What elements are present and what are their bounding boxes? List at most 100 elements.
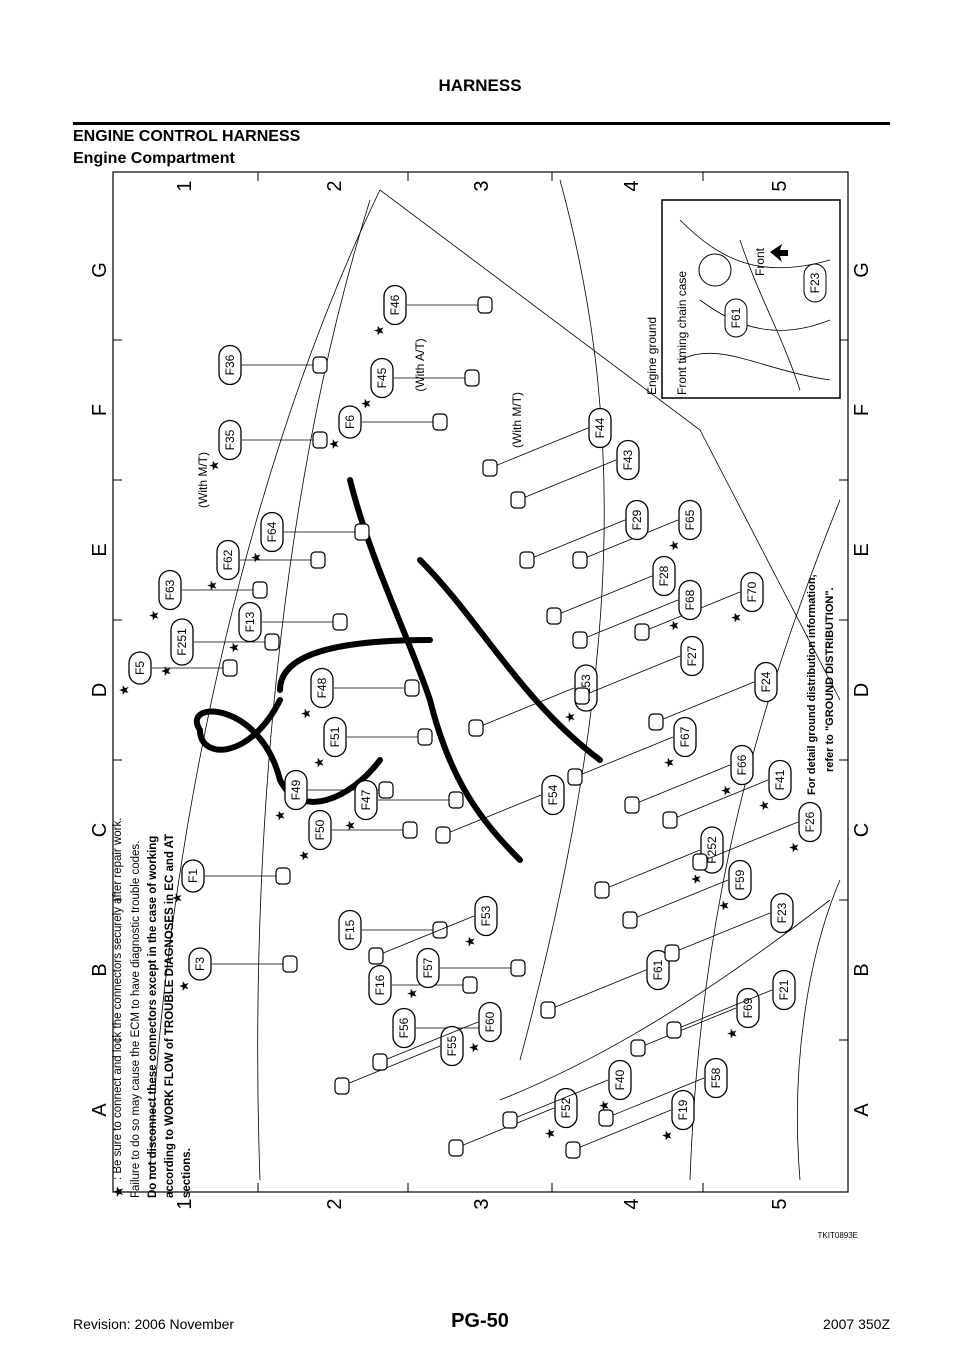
connector-label-box: [218, 419, 242, 461]
grid-row-label: G: [89, 262, 111, 278]
connector-label-box: [440, 1025, 464, 1067]
connector-callout: F27: [574, 635, 704, 705]
connector-callout: F23: [664, 892, 794, 962]
connector-icon: [598, 1109, 614, 1127]
grid-row-label: E: [851, 543, 873, 556]
grid-row-label: D: [851, 683, 873, 697]
engine-ground-label: Engine ground: [645, 317, 659, 395]
connector-label: F55: [445, 1035, 459, 1056]
connector-label-box: [770, 892, 794, 934]
connector-label-box: [740, 571, 764, 613]
connector-callout: F69★: [630, 987, 760, 1057]
connector-icon: [567, 768, 583, 786]
grid-row-label: C: [89, 823, 111, 837]
grid-row-label: D: [89, 683, 111, 697]
grid-row-label: A: [851, 1103, 873, 1117]
connector-label-box: [652, 555, 676, 597]
connector-label: F60: [483, 1011, 497, 1032]
connector-label: F29: [630, 509, 644, 530]
connector-callout: F50★: [297, 809, 418, 861]
connector-label-box: [478, 1001, 502, 1043]
warning-note-line3: Do not disconnect these connectors excep…: [147, 836, 159, 1198]
connector-label-box: [554, 1087, 578, 1129]
warning-note-line4: according to WORK FLOW of TROUBLE DIAGNO…: [164, 834, 176, 1198]
connector-label: F47: [359, 789, 373, 810]
inset-connector-box: [803, 263, 827, 303]
leader-line: [669, 779, 769, 821]
connector-label: F54: [546, 784, 560, 805]
connector-callout: F46★: [372, 284, 493, 336]
connector-label: F50: [313, 819, 327, 840]
connector-icon: [332, 613, 348, 631]
connector-label-box: [338, 909, 362, 951]
connector-icon: [572, 631, 588, 649]
connector-callout: F6★: [327, 405, 448, 450]
connector-label-box: [625, 499, 649, 541]
connector-label: F56: [397, 1017, 411, 1038]
page-header: HARNESS: [438, 76, 522, 95]
star-icon: ★: [729, 612, 744, 624]
page-number: PG-50: [451, 1310, 509, 1332]
connector-label-box: [541, 774, 565, 816]
connector-label-box: [772, 969, 796, 1011]
leader-line: [637, 1007, 737, 1049]
connector-label: F57: [421, 957, 435, 978]
connector-label-box: [368, 964, 392, 1006]
connector-icon: [502, 1111, 518, 1129]
connector-callout: F252★: [594, 826, 724, 899]
connector-icon: [312, 431, 328, 449]
star-icon: ★: [563, 711, 578, 723]
grid-col-label: 5: [769, 180, 791, 191]
leader-line: [475, 687, 575, 729]
connector-icon: [448, 1139, 464, 1157]
connector-label: F51: [328, 726, 342, 747]
connector-icon: [432, 413, 448, 431]
connector-icon: [464, 369, 480, 387]
connector-label: F70: [745, 581, 759, 602]
connector-label-box: [284, 769, 308, 811]
inset-connector-label: F61: [729, 307, 743, 328]
connector-callout: F65★: [572, 499, 702, 569]
connector-label: F67: [678, 726, 692, 747]
leader-line: [489, 427, 589, 469]
connector-label: F16: [373, 974, 387, 995]
connector-label-box: [310, 667, 334, 709]
connector-label-box: [392, 1007, 416, 1049]
connector-callout: F19★: [565, 1089, 695, 1159]
leader-line: [671, 912, 771, 954]
connector-callout: F41★: [662, 759, 792, 829]
connector-icon: [648, 713, 664, 731]
connector-icon: [510, 959, 526, 977]
star-icon: ★: [327, 438, 342, 450]
star-icon: ★: [597, 1100, 612, 1112]
connector-label: F24: [759, 671, 773, 692]
star-icon: ★: [227, 642, 242, 654]
connector-label-box: [768, 759, 792, 801]
connector-icon: [310, 551, 326, 569]
connector-callout: F64★: [249, 511, 370, 563]
connector-callout: F26★: [692, 801, 822, 871]
star-icon: ★: [177, 980, 192, 992]
connector-label-box: [678, 499, 702, 541]
connector-label-box: [383, 284, 407, 326]
inset-connector-box: [724, 298, 748, 338]
connector-callout: F16: [368, 964, 478, 1006]
connector-label-box: [260, 511, 284, 553]
connector-label-box: [218, 344, 242, 386]
connector-icon: [624, 796, 640, 814]
section-title: ENGINE CONTROL HARNESS: [73, 128, 301, 145]
connector-icon: [510, 491, 526, 509]
leader-line: [379, 1021, 479, 1063]
star-icon: ★: [463, 936, 478, 948]
connector-callout: F43: [510, 439, 640, 509]
inset-connector-label: F23: [808, 272, 822, 293]
connector-label: F66: [735, 754, 749, 775]
star-icon: ★: [170, 892, 185, 904]
star-icon: ★: [757, 800, 772, 812]
chain-case-label: Front timing chain case: [675, 271, 689, 395]
connector-callout: F3★: [177, 947, 298, 992]
connector-label: F61: [651, 959, 665, 980]
revision-text: Revision: 2006 November: [73, 1316, 235, 1332]
connector-callout: F36: [218, 344, 328, 386]
connector-callout: F28: [546, 555, 676, 625]
